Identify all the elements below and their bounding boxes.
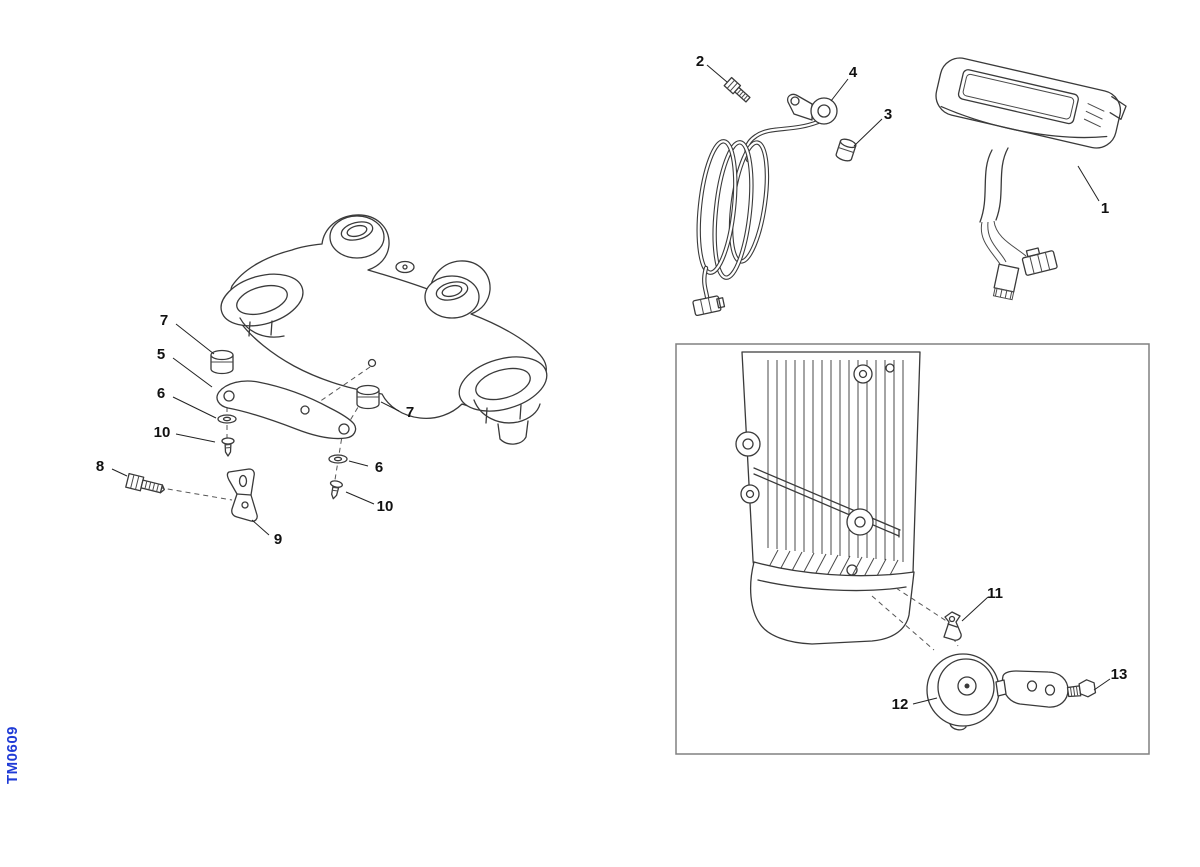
callout-11: 11 xyxy=(987,585,1003,602)
part-2-bolt xyxy=(723,76,751,103)
cluster-cable xyxy=(979,147,1027,265)
callout-8: 8 xyxy=(96,458,104,475)
callout-1: 1 xyxy=(1101,200,1109,217)
callout-7a: 7 xyxy=(160,312,168,329)
part-6-washer-right xyxy=(328,454,348,464)
part-13-bolt xyxy=(1066,679,1097,698)
part-10-screw-left xyxy=(221,437,235,457)
detail-box-border xyxy=(675,343,1150,755)
callout-9: 9 xyxy=(274,531,282,548)
cable-connector xyxy=(692,295,726,317)
part-12-horn xyxy=(926,653,1000,731)
callout-6b: 6 xyxy=(375,459,383,476)
callout-2: 2 xyxy=(696,53,704,70)
part-6-washer-left xyxy=(217,414,237,424)
part-4-speed-sensor xyxy=(786,93,838,125)
part-7-grommet-left xyxy=(210,349,234,375)
part-code: TM0609 xyxy=(4,725,21,784)
cluster-connectors xyxy=(992,247,1058,301)
speed-sensor-cable xyxy=(692,119,821,317)
leader-lines xyxy=(111,64,1111,705)
radiator-drawing xyxy=(735,351,959,651)
callout-5: 5 xyxy=(157,346,165,363)
callout-3: 3 xyxy=(884,106,892,123)
part-7-grommet-right xyxy=(356,384,380,410)
callout-10a: 10 xyxy=(154,424,171,441)
part-8-bolt xyxy=(125,472,165,494)
part-9-bracket xyxy=(226,468,258,522)
part-5-bracket-arm xyxy=(216,380,357,440)
part-11-bracket-clip xyxy=(943,611,962,641)
callout-4: 4 xyxy=(849,64,858,81)
callout-6a: 6 xyxy=(157,385,165,402)
callout-10b: 10 xyxy=(377,498,394,515)
callout-12: 12 xyxy=(892,696,909,713)
part-3-spacer xyxy=(835,138,857,162)
part-1-instrument-cluster xyxy=(935,57,1127,301)
part-10-screw-right xyxy=(329,480,343,500)
triple-clamp-drawing xyxy=(149,214,548,501)
callout-13: 13 xyxy=(1111,666,1128,683)
horn-bracket-plate xyxy=(995,670,1069,708)
callout-7b: 7 xyxy=(406,404,414,421)
